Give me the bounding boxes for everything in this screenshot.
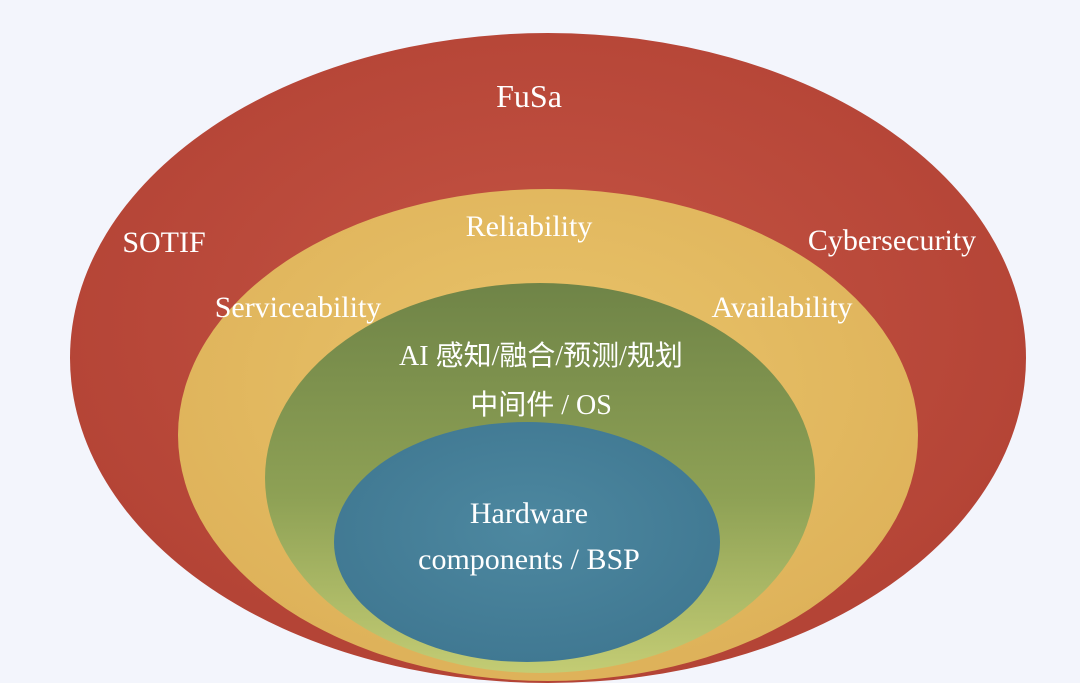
label-reliability: Reliability (466, 210, 593, 243)
label-sotif: SOTIF (122, 226, 205, 259)
label-cybersecurity: Cybersecurity (808, 224, 976, 257)
label-availability: Availability (711, 291, 852, 324)
label-hardware-line2: components / BSP (418, 543, 640, 576)
label-middleware: 中间件 / OS (470, 389, 612, 421)
label-fusa: FuSa (496, 78, 562, 114)
label-serviceability: Serviceability (215, 291, 382, 324)
label-hardware-line1: Hardware (470, 497, 588, 530)
label-ai-stack: AI 感知/融合/预测/规划 (399, 340, 683, 372)
hardware-ellipse (334, 422, 720, 662)
